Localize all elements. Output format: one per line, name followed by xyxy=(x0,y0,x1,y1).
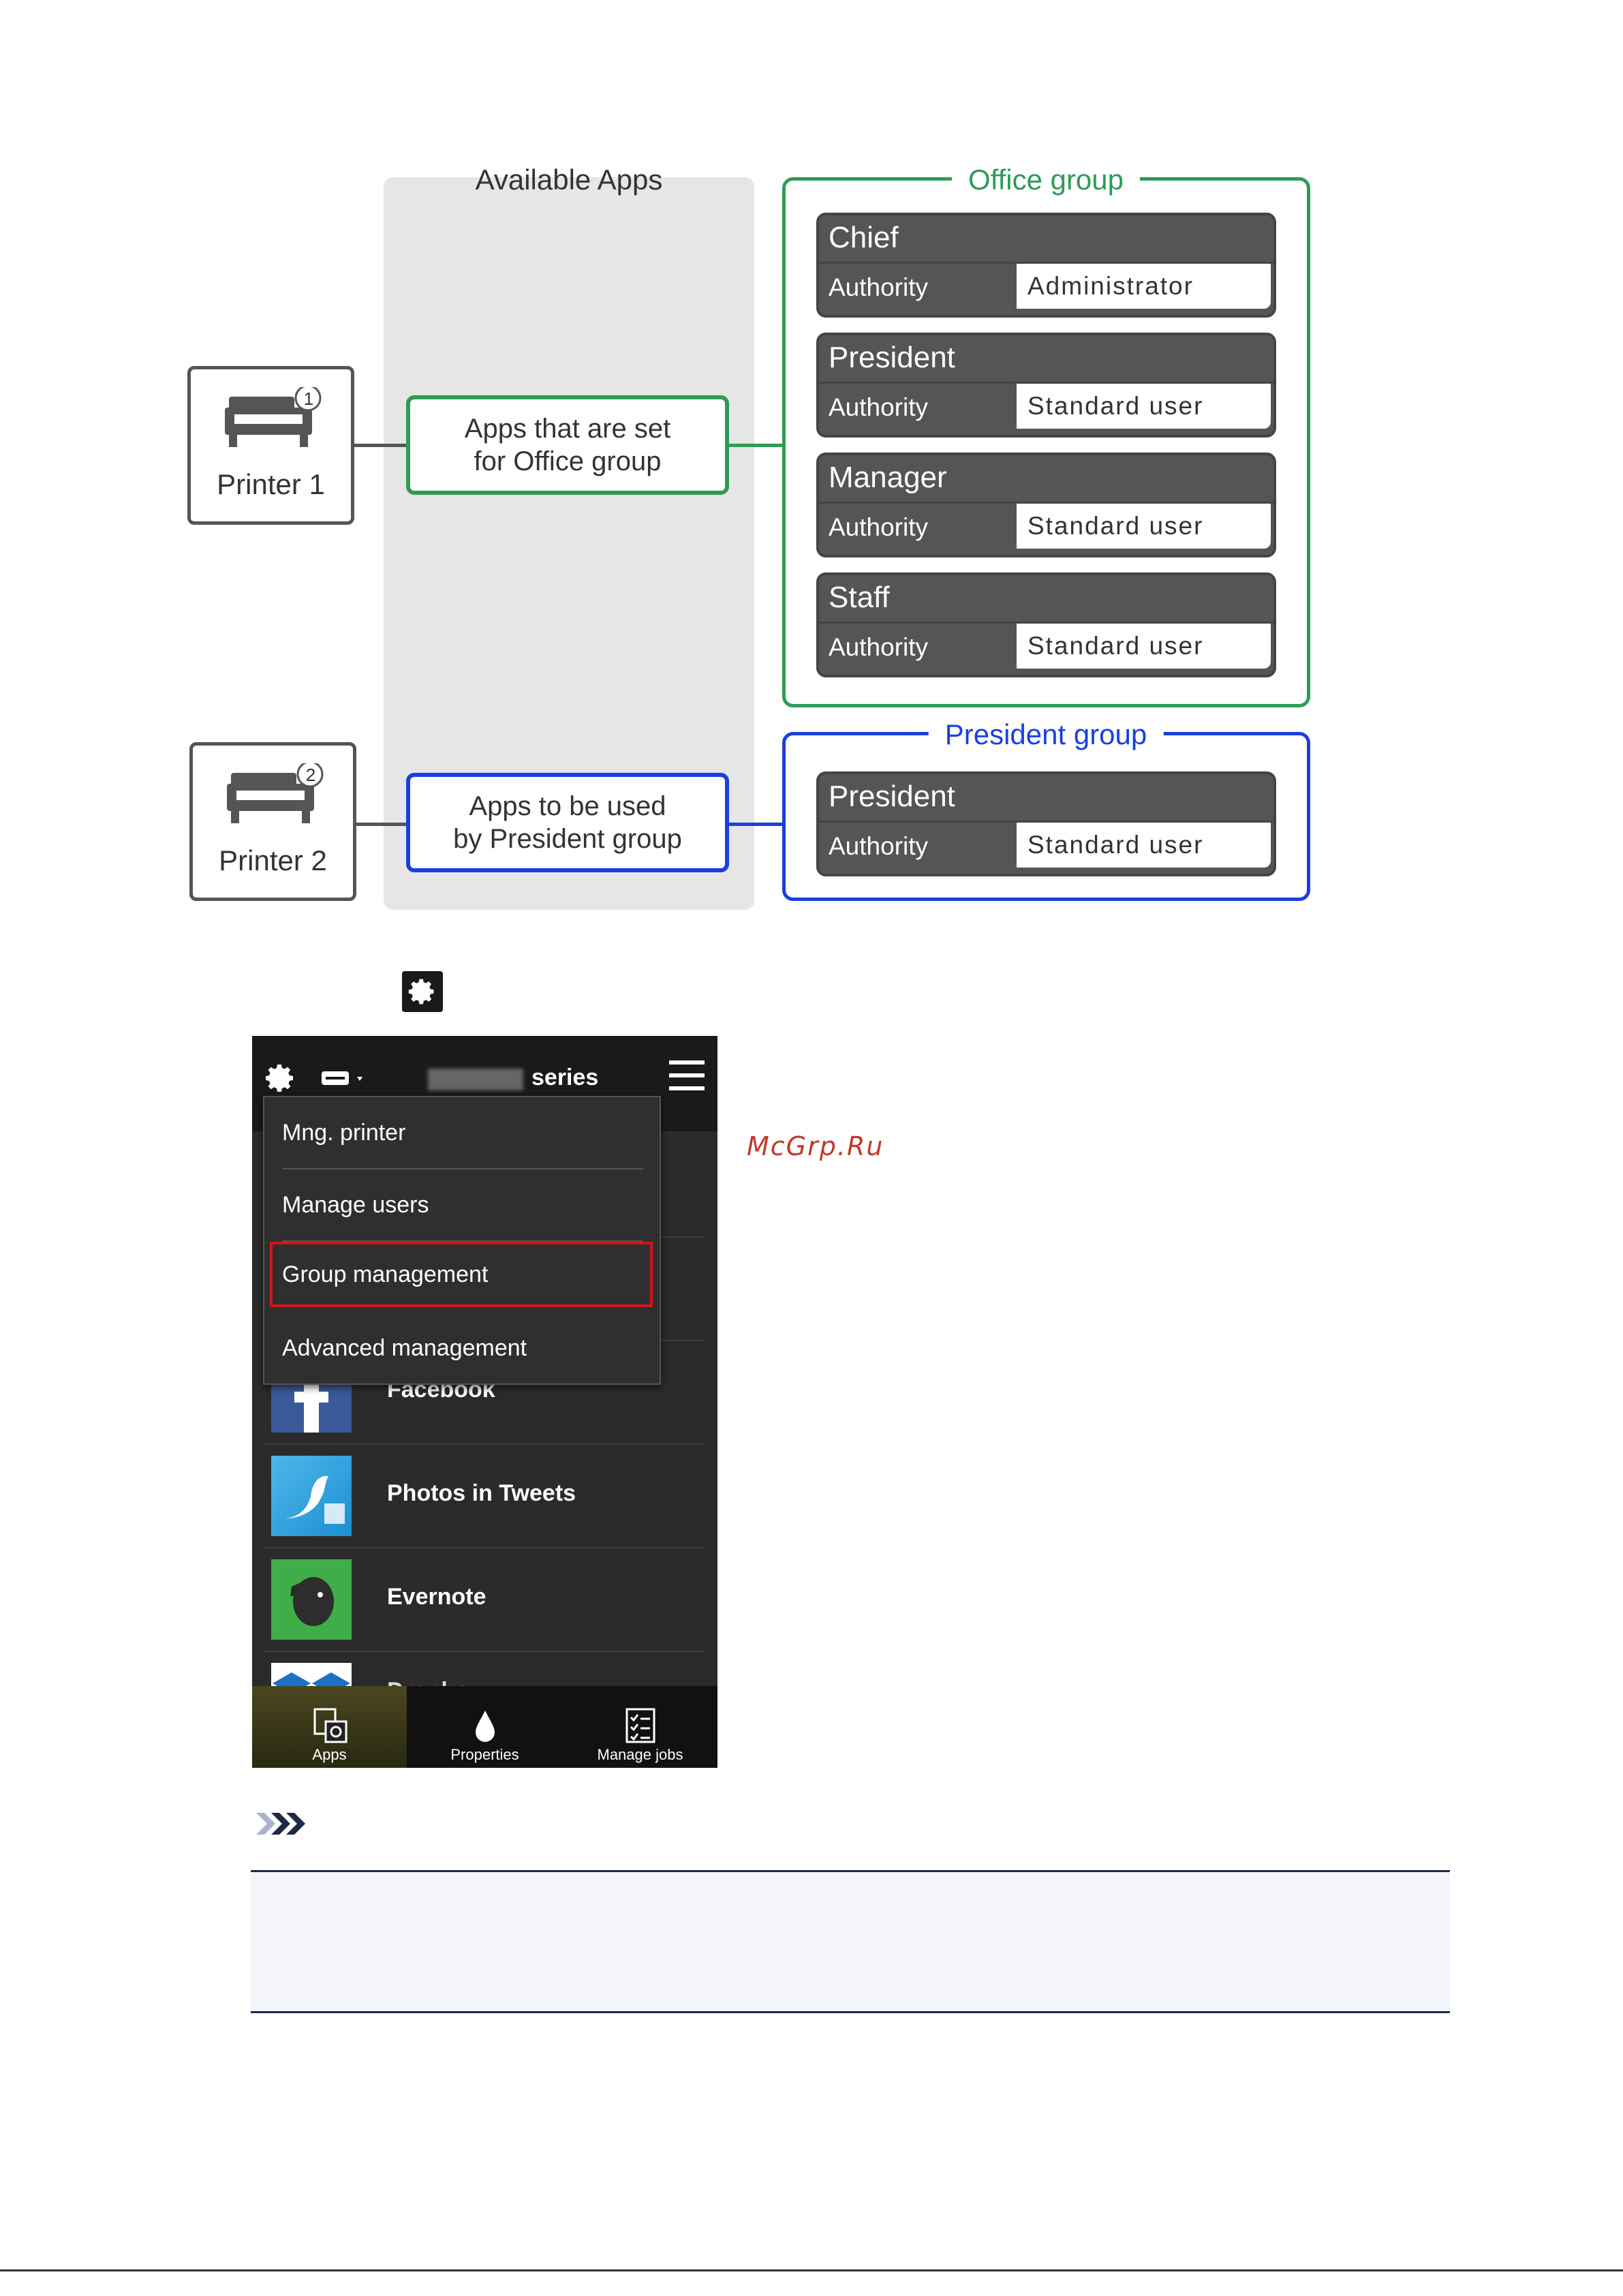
connector-line xyxy=(354,444,407,447)
menu-divider xyxy=(282,1168,643,1169)
checklist-icon xyxy=(625,1708,655,1743)
gear-icon xyxy=(402,971,443,1012)
user-name: President xyxy=(829,780,955,813)
office-apps-line2: for Office group xyxy=(474,446,662,476)
hamburger-menu-icon[interactable] xyxy=(669,1060,705,1090)
settings-dropdown-menu: Mng. printer Manage users Group manageme… xyxy=(263,1096,661,1385)
user-name: Staff xyxy=(829,581,890,614)
office-apps-box: Apps that are set for Office group xyxy=(406,395,729,495)
watermark-text: McGrp.Ru xyxy=(747,1131,884,1161)
printer-icon xyxy=(227,763,324,823)
authority-value: Standard user xyxy=(1017,384,1271,429)
menu-item-manage-users[interactable]: Manage users xyxy=(282,1191,429,1218)
gear-icon[interactable] xyxy=(264,1062,297,1095)
tab-manage-jobs[interactable]: Manage jobs xyxy=(563,1686,717,1768)
menu-item-group-management[interactable]: Group management xyxy=(270,1242,653,1307)
available-apps-title: Available Apps xyxy=(475,164,663,196)
page-edge xyxy=(0,2269,1623,2271)
evernote-icon xyxy=(271,1559,352,1640)
menu-divider xyxy=(282,1240,643,1242)
printer-1-badge: 1 xyxy=(303,388,314,409)
tab-properties[interactable]: Properties xyxy=(407,1686,562,1768)
phone-screenshot: series Facebook Photos in Tweets Evernot… xyxy=(252,1036,717,1768)
authority-value: Administrator xyxy=(1017,264,1271,309)
president-apps-line1: Apps to be used xyxy=(469,791,666,821)
authority-label: Authority xyxy=(819,384,1017,431)
authority-label: Authority xyxy=(819,264,1017,311)
user-name: President xyxy=(829,341,955,374)
authority-label: Authority xyxy=(819,823,1017,870)
connector-line xyxy=(726,444,782,447)
connector-line xyxy=(726,823,782,826)
connector-line xyxy=(356,823,407,826)
series-label: series xyxy=(531,1065,599,1090)
president-apps-box: Apps to be used by President group xyxy=(406,773,729,872)
authority-value: Standard user xyxy=(1017,823,1271,868)
authority-value: Standard user xyxy=(1017,504,1271,549)
app-label: Photos in Tweets xyxy=(387,1480,576,1506)
group-diagram: Available Apps Office group President gr… xyxy=(0,0,1623,927)
tab-label: Properties xyxy=(450,1746,519,1763)
printer-icon xyxy=(225,387,322,447)
printer-select-icon[interactable] xyxy=(320,1067,375,1090)
authority-label: Authority xyxy=(819,504,1017,551)
printer-2-label: Printer 2 xyxy=(219,844,327,876)
app-label: Evernote xyxy=(387,1584,486,1610)
user-name: Chief xyxy=(829,221,899,254)
printer-2-badge: 2 xyxy=(305,765,316,785)
twitter-bird-icon xyxy=(271,1456,352,1536)
tab-apps[interactable]: Apps xyxy=(252,1686,407,1768)
model-name-redacted xyxy=(428,1069,523,1090)
tab-label: Manage jobs xyxy=(597,1746,683,1763)
authority-value: Standard user xyxy=(1017,624,1271,669)
bottom-tab-bar: Apps Properties Manage jobs xyxy=(252,1686,717,1768)
authority-label: Authority xyxy=(819,624,1017,671)
office-apps-line1: Apps that are set xyxy=(464,414,671,444)
president-apps-line2: by President group xyxy=(453,824,682,854)
apps-icon xyxy=(313,1708,347,1743)
list-item[interactable]: Evernote xyxy=(264,1548,704,1652)
printer-2-box: 2 Printer 2 xyxy=(189,742,356,901)
office-group-title: Office group xyxy=(951,164,1141,196)
note-box xyxy=(251,1870,1450,2013)
printer-1-box: 1 Printer 1 xyxy=(187,366,354,525)
user-name: Manager xyxy=(829,461,947,494)
menu-item-advanced-management[interactable]: Advanced management xyxy=(282,1334,527,1361)
tab-label: Apps xyxy=(312,1746,347,1763)
note-icon xyxy=(251,1810,316,1837)
menu-item-mng-printer[interactable]: Mng. printer xyxy=(282,1119,406,1146)
printer-1-label: Printer 1 xyxy=(217,468,325,500)
ink-drop-icon xyxy=(475,1711,495,1742)
list-item[interactable]: Photos in Tweets xyxy=(264,1445,704,1548)
president-group-title: President group xyxy=(928,718,1164,751)
